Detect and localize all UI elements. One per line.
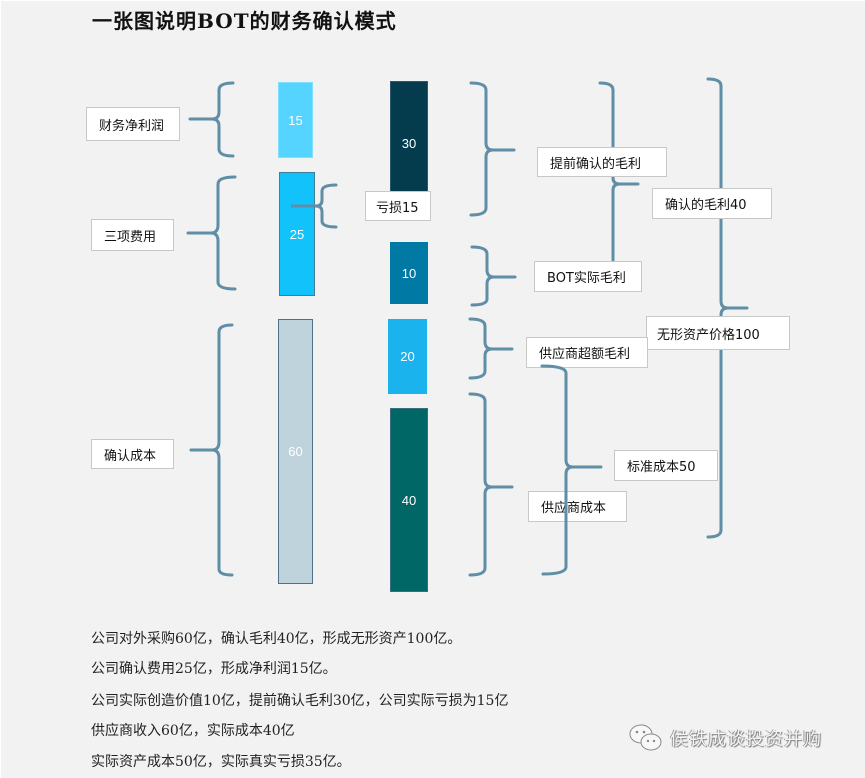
label-net-profit: 财务净利润 — [86, 107, 180, 141]
note-line-2: 公司确认费用25亿，形成净利润15亿。 — [91, 661, 337, 677]
bracket-recognized-margin — [598, 81, 640, 265]
bracket-intangible-price — [706, 77, 749, 539]
bracket-actual-margin — [470, 245, 517, 307]
bracket-supplier-excess — [468, 317, 514, 380]
note-line-4: 供应商收入60亿，实际成本40亿 — [91, 723, 295, 739]
label-supplier-excess: 供应商超额毛利 — [526, 337, 648, 368]
page-title: 一张图说明BOT的财务确认模式 — [92, 9, 397, 33]
bar-net-profit: 15 — [278, 82, 313, 158]
watermark: 侯铁成谈投资并购 — [628, 723, 822, 753]
bracket-net-profit — [188, 81, 235, 158]
note-line-3: 公司实际创造价值10亿，提前确认毛利30亿，公司实际亏损为15亿 — [91, 693, 509, 709]
note-line-1: 公司对外采购60亿，确认毛利40亿，形成无形资产100亿。 — [91, 631, 462, 647]
label-three-expenses: 三项费用 — [91, 219, 174, 251]
label-actual-margin: BOT实际毛利 — [534, 261, 642, 292]
bracket-recognized-cost — [189, 323, 234, 577]
label-standard-cost: 标准成本50 — [614, 450, 718, 481]
label-recognized-cost: 确认成本 — [91, 439, 174, 469]
label-recognized-margin: 确认的毛利40 — [652, 188, 772, 219]
note-line-5: 实际资产成本50亿，实际真实亏损35亿。 — [91, 754, 351, 770]
label-loss: 亏损15 — [365, 191, 431, 221]
bracket-supplier-cost — [468, 392, 514, 577]
bar-expenses: 25 — [279, 172, 315, 296]
label-supplier-cost: 供应商成本 — [528, 491, 627, 522]
bar-early-margin: 30 — [390, 81, 428, 205]
label-intangible-price: 无形资产价格100 — [646, 316, 790, 350]
watermark-text: 侯铁成谈投资并购 — [670, 729, 822, 750]
bracket-loss — [289, 183, 338, 229]
bar-supplier-cost: 40 — [390, 408, 428, 592]
label-early-margin: 提前确认的毛利 — [537, 147, 667, 177]
bracket-three-expenses — [186, 175, 237, 291]
wechat-icon — [629, 724, 662, 751]
bar-supplier-excess: 20 — [388, 319, 427, 394]
bracket-early-margin — [469, 81, 516, 217]
bar-actual-margin: 10 — [390, 242, 428, 304]
bar-cost: 60 — [278, 319, 313, 584]
